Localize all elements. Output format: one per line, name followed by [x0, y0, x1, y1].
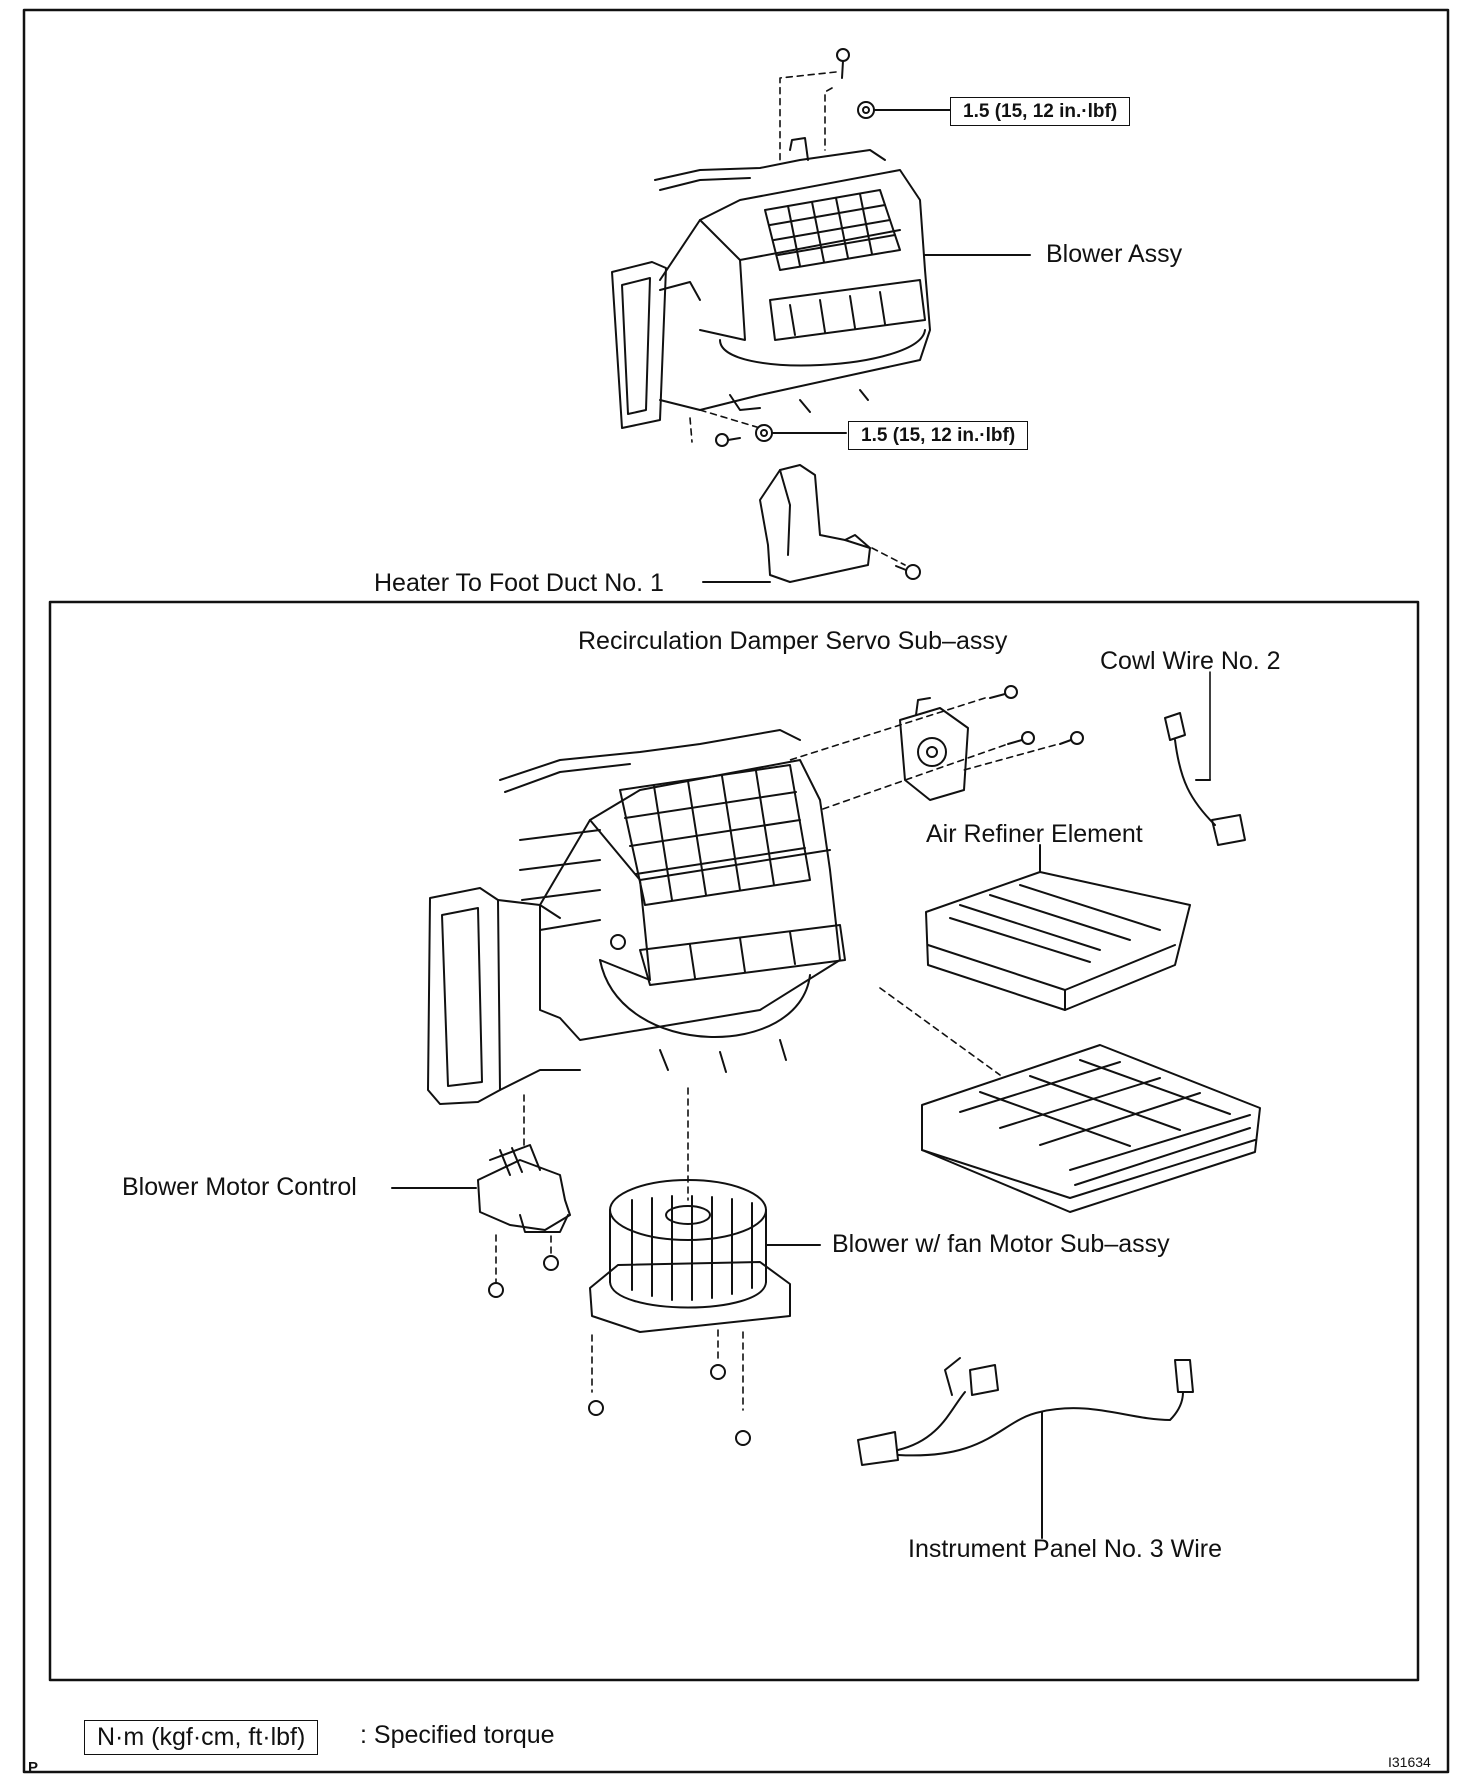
torque-unit-box: N·m (kgf·cm, ft·lbf): [84, 1720, 319, 1755]
page-marker: P: [28, 1759, 39, 1776]
label-recirc-damper-servo: Recirculation Damper Servo Sub–assy: [578, 627, 1008, 655]
label-heater-foot-duct: Heater To Foot Duct No. 1: [374, 569, 664, 597]
label-instrument-panel-wire: Instrument Panel No. 3 Wire: [908, 1535, 1223, 1563]
blower-assy-exploded-drawing: [391, 671, 1261, 1539]
figure-id: I31634: [1388, 1754, 1431, 1770]
label-blower-fan-motor: Blower w/ fan Motor Sub–assy: [832, 1230, 1170, 1258]
inner-frame: [48, 600, 1420, 1682]
label-blower-assy: Blower Assy: [1046, 240, 1183, 268]
label-air-refiner: Air Refiner Element: [926, 820, 1143, 848]
outer-frame: [22, 8, 1450, 1774]
heater-foot-duct-drawing: [702, 464, 921, 583]
torque-spec-top: 1.5 (15, 12 in.·lbf): [950, 97, 1131, 126]
torque-legend-text: : Specified torque: [360, 1721, 555, 1749]
label-blower-motor-control: Blower Motor Control: [122, 1173, 357, 1201]
blower-assy-top-drawing: [611, 48, 1031, 447]
torque-spec-bottom: 1.5 (15, 12 in.·lbf): [848, 421, 1029, 450]
label-cowl-wire: Cowl Wire No. 2: [1100, 647, 1281, 675]
